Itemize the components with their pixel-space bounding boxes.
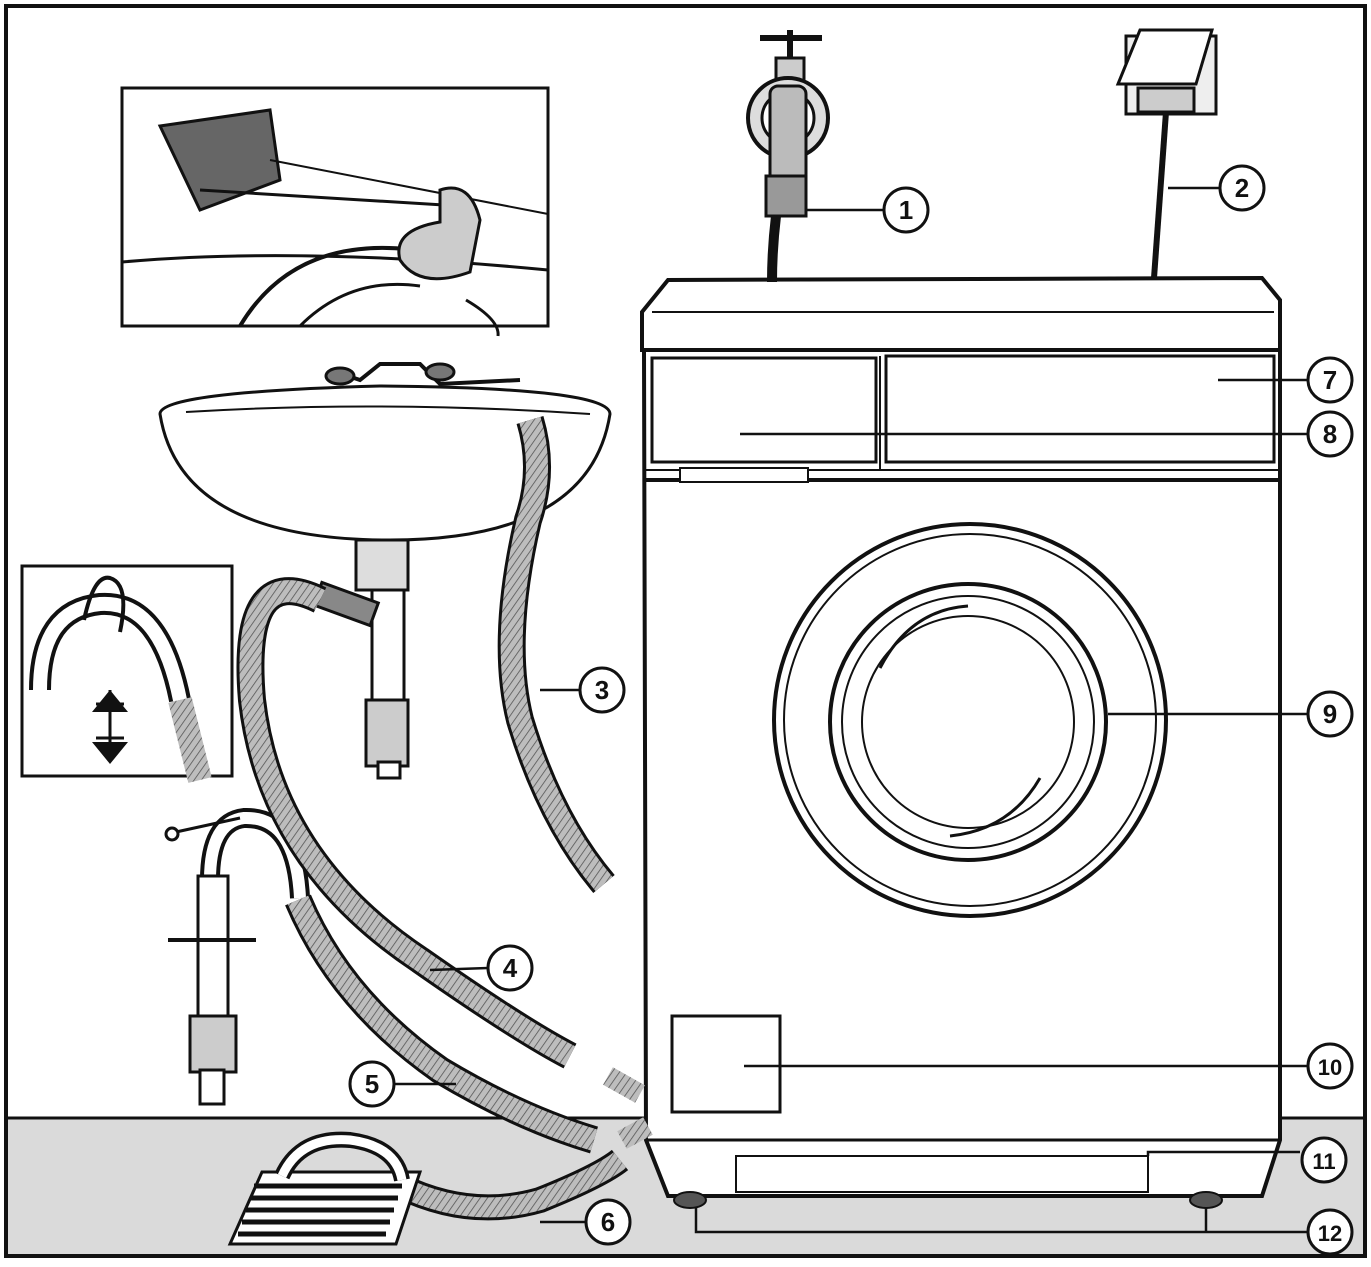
basin-bowl <box>158 384 612 542</box>
control-panel <box>884 354 1276 464</box>
hose-6 <box>395 1152 627 1218</box>
power-socket <box>1115 28 1218 279</box>
callout-12: 12 <box>1318 1221 1342 1246</box>
door-glass <box>828 582 1108 862</box>
hose-3 <box>500 416 613 892</box>
callout-7-circle <box>1306 356 1354 404</box>
callout-1-circle <box>882 186 930 234</box>
leader-lines <box>394 186 1310 1234</box>
sink-detail-inset <box>120 86 550 337</box>
detergent-drawer <box>650 356 878 464</box>
callout-6-circle <box>584 1198 632 1246</box>
machine-top <box>640 275 1282 352</box>
callout-1: 1 <box>899 195 913 225</box>
foot-right <box>1189 1191 1223 1209</box>
callout-9-circle <box>1306 690 1354 738</box>
callout-10: 10 <box>1318 1055 1342 1080</box>
washing-machine <box>640 275 1282 1209</box>
wash-basin <box>158 362 612 780</box>
callout-8: 8 <box>1323 419 1337 449</box>
callout-11-circle <box>1300 1136 1348 1184</box>
callout-7: 7 <box>1323 365 1337 395</box>
callout-6: 6 <box>601 1207 615 1237</box>
drawer-handle <box>679 467 809 483</box>
water-tap <box>746 30 830 283</box>
callout-2-circle <box>1218 164 1266 212</box>
callout-9: 9 <box>1323 699 1337 729</box>
basin-trap <box>354 538 410 592</box>
callout-8-circle <box>1306 410 1354 458</box>
plinth-panel <box>735 1155 1149 1193</box>
callout-4: 4 <box>503 953 518 983</box>
foot-left <box>673 1191 707 1209</box>
callout-11: 11 <box>1312 1149 1335 1174</box>
callout-12-circle <box>1306 1208 1354 1256</box>
hose-hook-inset <box>20 564 234 783</box>
callout-2: 2 <box>1235 173 1249 203</box>
callouts <box>348 164 1354 1256</box>
floor-drain <box>227 1131 423 1246</box>
callout-5-circle <box>348 1060 396 1108</box>
hose-bend-detail <box>397 186 482 281</box>
callout-3-circle <box>578 666 626 714</box>
drain-hoses <box>236 415 653 1221</box>
hose-4 <box>239 580 576 1066</box>
callout-3: 3 <box>595 675 609 705</box>
hose-5 <box>287 895 598 1151</box>
tap-handle-detail <box>157 108 282 212</box>
callout-10-circle <box>1306 1042 1354 1090</box>
callout-4-circle <box>486 944 534 992</box>
service-flap <box>670 1014 782 1114</box>
callout-5: 5 <box>365 1069 379 1099</box>
standpipe <box>164 808 310 1106</box>
